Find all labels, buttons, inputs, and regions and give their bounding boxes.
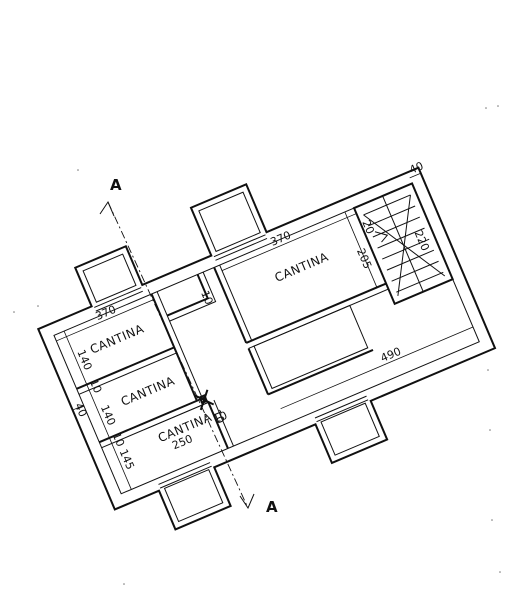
section-mark-top: A (110, 176, 122, 194)
dim-line (280, 326, 474, 410)
dim-label: 10 (198, 289, 215, 307)
speck (491, 519, 493, 521)
dim-label: 10 (87, 377, 104, 395)
speck (77, 169, 79, 171)
dim-line (63, 330, 132, 490)
section-arrow-top (99, 200, 115, 217)
speck (497, 105, 499, 107)
bay-bottom-left (163, 468, 224, 523)
corridor-wall (166, 274, 210, 317)
partition-left-1 (76, 346, 175, 390)
partition-right-v (213, 267, 248, 344)
dim-label: 10 (110, 431, 127, 449)
speck (37, 305, 39, 307)
dim-line (56, 299, 155, 342)
bay-top-left (82, 253, 137, 303)
dim-label: 40 (72, 401, 89, 419)
corridor-bottom (207, 402, 229, 449)
dim-line (72, 405, 84, 411)
storage-wall (247, 348, 269, 395)
speck (489, 429, 491, 431)
bay-sill (158, 462, 211, 485)
dim-line (143, 402, 209, 431)
partition-right-h (245, 282, 387, 344)
bay-sill (215, 238, 268, 261)
bay-sill (94, 287, 142, 308)
speck (123, 583, 125, 585)
stair-tread (386, 249, 435, 271)
building: CANTINA CANTINA CANTINA CANTINA 370 370 … (36, 159, 497, 531)
bay-top-mid (198, 191, 261, 253)
storage-wall (267, 348, 374, 396)
bay-sill (314, 395, 367, 419)
storage-room (253, 304, 369, 390)
dim-label: 220 (412, 229, 432, 253)
dim-line (221, 213, 357, 271)
bay-sill (213, 234, 266, 258)
room-label: CANTINA (273, 250, 331, 285)
outer-wall (36, 166, 497, 531)
partition-left-2 (98, 395, 207, 444)
bay-sill (316, 399, 369, 423)
stair-center (382, 195, 424, 292)
speck (487, 369, 489, 371)
partition-left-col (150, 293, 198, 402)
speck (485, 107, 487, 109)
speck (13, 311, 15, 313)
speck (499, 571, 501, 573)
inner-wall (53, 182, 480, 495)
partition-line (156, 291, 203, 399)
section-mark-bottom: A (266, 498, 278, 516)
dim-line (409, 172, 421, 179)
dim-label: 145 (117, 447, 137, 471)
staircase (352, 182, 455, 306)
stair-tread (367, 205, 416, 227)
dim-label: 10 (211, 409, 229, 426)
corridor-inner (169, 271, 217, 322)
stair-arrow (374, 231, 389, 243)
dim-line (344, 211, 378, 288)
dim-label: 370 (268, 229, 292, 249)
dim-label: 490 (379, 345, 403, 365)
dim-label: 140 (98, 403, 118, 427)
room-label: CANTINA (119, 373, 177, 408)
dim-label: 20 (359, 218, 376, 236)
dim-label: 10 (210, 408, 227, 426)
bay-sill (95, 290, 143, 312)
section-arrow-bottom (239, 493, 255, 510)
partition-line (78, 352, 177, 395)
partition-line (219, 264, 253, 341)
bay-sill (159, 465, 212, 489)
room-label: CANTINA (88, 321, 146, 356)
partition-line (213, 399, 234, 447)
dim-label: 40 (407, 159, 425, 176)
bay-bottom-right (320, 402, 380, 456)
